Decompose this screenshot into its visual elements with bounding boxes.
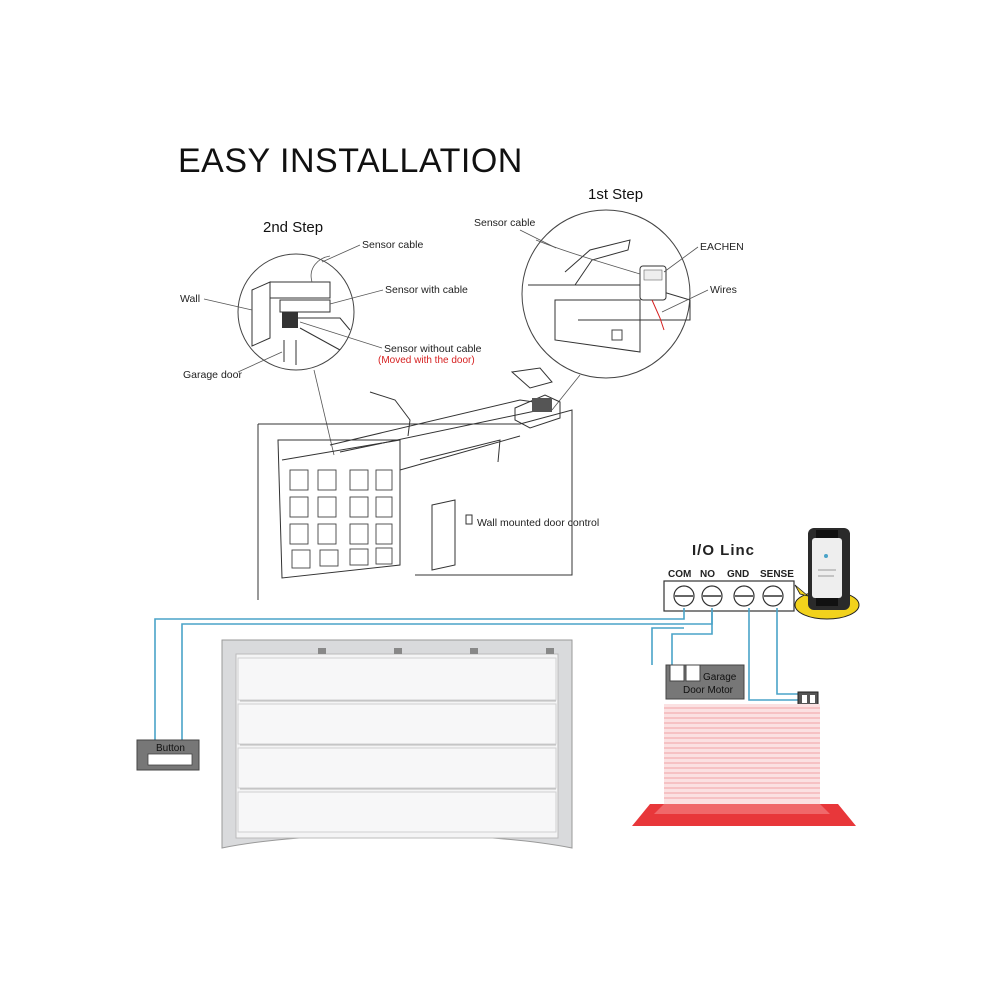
wall-control-label: Wall mounted door control xyxy=(477,517,599,529)
motor-label-line2: Door Motor xyxy=(683,685,734,696)
step2-wall-label: Wall xyxy=(180,293,200,305)
terminal-label-gnd: GND xyxy=(727,569,749,580)
io-linc-title: I/O Linc xyxy=(692,542,755,559)
step2-detail-circle xyxy=(237,253,355,371)
sensor-device-illustration xyxy=(794,528,860,620)
step1-eachen-label: EACHEN xyxy=(700,241,744,253)
step1-wires-label: Wires xyxy=(710,284,737,296)
motor-label-line1: Garage xyxy=(703,672,737,683)
wiring-lines xyxy=(154,608,800,740)
button-label: Button xyxy=(156,743,185,754)
roller-door-red xyxy=(632,704,856,826)
step1-sensor-cable-label: Sensor cable xyxy=(474,217,535,229)
step2-sensor-cable-label: Sensor cable xyxy=(362,239,423,251)
step1-detail-circle xyxy=(521,209,691,379)
step2-moved-note: (Moved with the door) xyxy=(378,355,475,366)
button-box xyxy=(136,739,200,771)
sectional-door-front xyxy=(221,639,573,849)
step2-sensor-with-cable-label: Sensor with cable xyxy=(385,284,468,296)
step2-heading: 2nd Step xyxy=(263,219,323,236)
garage-door-motor-box xyxy=(665,664,745,700)
page-title: EASY INSTALLATION xyxy=(178,142,523,180)
step1-heading: 1st Step xyxy=(588,186,643,203)
terminal-label-no: NO xyxy=(700,569,715,580)
garage-interior-sketch xyxy=(257,367,573,600)
terminal-label-com: COM xyxy=(668,569,691,580)
step2-garage-door-label: Garage door xyxy=(183,369,242,381)
step2-sensor-without-cable-label: Sensor without cable xyxy=(384,343,482,355)
io-linc-terminal-block xyxy=(663,580,795,612)
door-magnet-sensor xyxy=(797,691,819,707)
terminal-label-sense: SENSE xyxy=(760,569,794,580)
